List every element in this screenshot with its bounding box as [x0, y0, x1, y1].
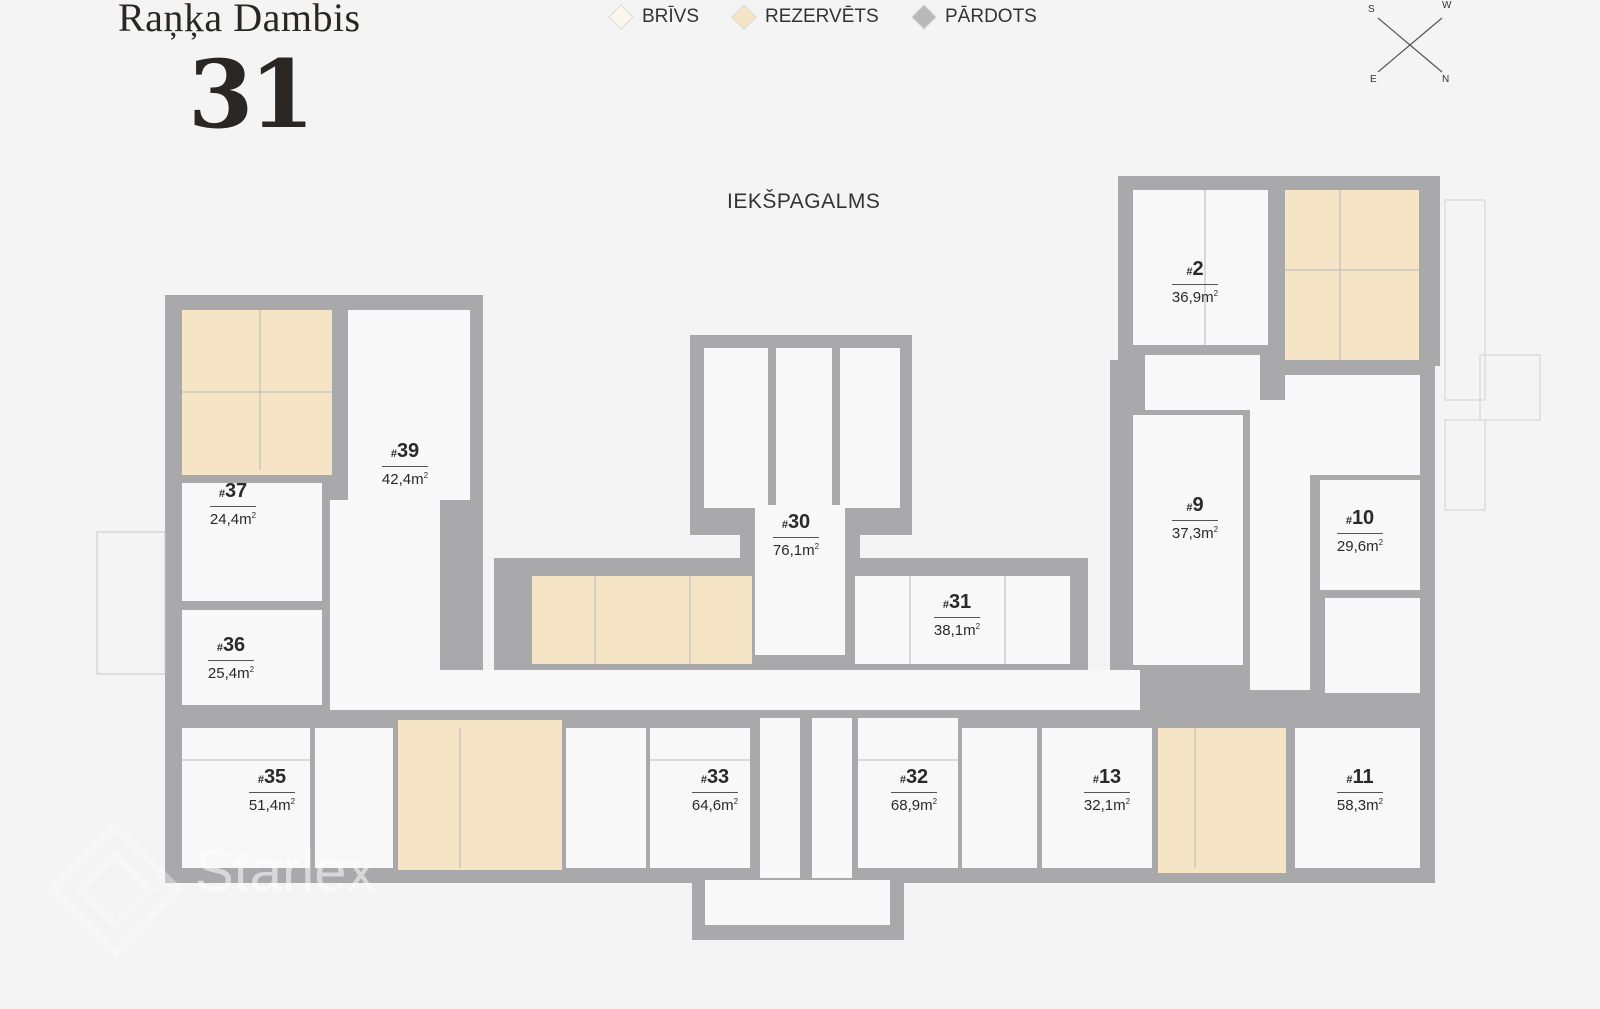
unit-label-10[interactable]: #10 29,6m2 — [1336, 507, 1384, 555]
unit-label-37[interactable]: #37 24,4m2 — [209, 480, 257, 528]
legend-free-label: BRĪVS — [642, 6, 700, 27]
unit-label-30[interactable]: #30 76,1m2 — [772, 511, 820, 559]
compass-s: S — [1368, 4, 1375, 15]
compass-w: W — [1442, 0, 1452, 11]
unit-label-35[interactable]: #35 51,4m2 — [248, 766, 296, 814]
unit-label-13[interactable]: #13 32,1m2 — [1083, 766, 1131, 814]
legend-free: BRĪVS — [608, 4, 700, 30]
unit-label-36[interactable]: #36 25,4m2 — [207, 634, 255, 682]
legend-reserved: REZERVĒTS — [731, 4, 879, 30]
watermark-logo-icon — [46, 821, 184, 959]
compass-n: N — [1442, 74, 1449, 85]
unit-label-11[interactable]: #11 58,3m2 — [1336, 766, 1384, 814]
unit-label-9[interactable]: #9 37,3m2 — [1171, 494, 1219, 542]
unit-label-31[interactable]: #31 38,1m2 — [933, 591, 981, 639]
watermark-text: Starlex — [195, 839, 376, 904]
unit-label-33[interactable]: #33 64,6m2 — [691, 766, 739, 814]
unit-label-32[interactable]: #32 68,9m2 — [890, 766, 938, 814]
partitions — [182, 190, 1419, 868]
legend-sold: PĀRDOTS — [911, 4, 1037, 30]
compass-e: E — [1370, 74, 1377, 85]
legend-sold-label: PĀRDOTS — [945, 6, 1037, 27]
street-title: Raņķa Dambis — [118, 0, 361, 40]
compass-icon: S W E N — [1368, 0, 1452, 85]
unit-label-2[interactable]: #2 36,9m2 — [1171, 258, 1219, 306]
building-number: 31 — [188, 40, 315, 150]
legend-reserved-label: REZERVĒTS — [765, 6, 879, 27]
unit-label-39[interactable]: #39 42,4m2 — [381, 440, 429, 488]
courtyard-label: IEKŠPAGALMS — [727, 190, 881, 213]
